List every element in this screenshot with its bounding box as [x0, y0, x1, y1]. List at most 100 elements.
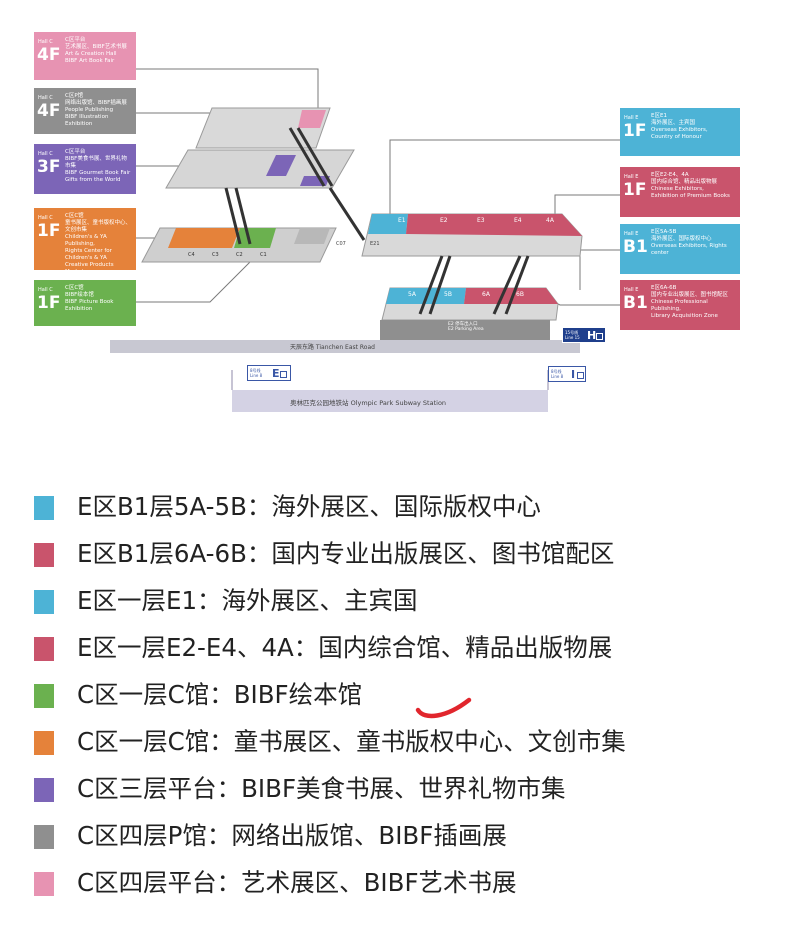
card-floor-label: B1 [623, 293, 648, 313]
exit-h-badge: 15号线 Line 15 H [562, 327, 606, 343]
card-floor-label: 1F [623, 121, 647, 141]
card-floor-label: 4F [37, 45, 61, 65]
legend-item: C区三层平台：BIBF美食书展、世界礼物市集 [34, 768, 774, 815]
card-description: E区E1 海外展区、主宾国 Overseas Exhibitors, Count… [651, 113, 708, 140]
c-zone-floor-3 [165, 149, 355, 189]
c-zone-floor-4 [195, 107, 331, 149]
exit-e-line: 8号线 Line 8 [250, 368, 263, 378]
legend-label: C区四层P馆：网络出版馆、BIBF插画展 [77, 821, 507, 850]
card-floor-label: 1F [37, 293, 61, 313]
exit-marker-icon [280, 371, 287, 378]
exit-marker-icon [596, 333, 603, 340]
hall-label: E3 [477, 217, 485, 224]
hall-label: 4A [546, 217, 554, 224]
card-floor-label: 1F [37, 221, 61, 241]
venue-map-diagram [110, 68, 620, 412]
legend-color-swatch [34, 496, 54, 520]
card-description: C区平台 艺术展区、BIBF艺术书展 Art & Creation Hall B… [65, 37, 127, 64]
legend-item: E区B1层6A-6B：国内专业出版展区、图书馆配区 [34, 533, 774, 580]
red-check-mark-icon [415, 697, 472, 719]
card-floor-label: B1 [623, 237, 648, 257]
card-hall-label: Hall E [624, 287, 639, 293]
hall-label: C4 [188, 252, 195, 258]
subway-band [232, 390, 548, 412]
legend-item: E区一层E2-E4、4A：国内综合馆、精品出版物展 [34, 627, 774, 674]
legend-color-swatch [34, 543, 54, 567]
legend-label: C区一层C馆：童书展区、童书版权中心、文创市集 [77, 727, 626, 756]
gate-e21-label: E21 [370, 241, 380, 247]
legend-label: C区一层C馆：BIBF绘本馆 [77, 680, 363, 709]
exit-i-letter: I [571, 368, 576, 381]
legend-item: C区四层P馆：网络出版馆、BIBF插画展 [34, 815, 774, 862]
legend-label: E区B1层6A-6B：国内专业出版展区、图书馆配区 [77, 539, 615, 568]
card-description: E区E2-E4、4A 国内综合馆、精品出版物展 Chinese Exhibito… [651, 172, 730, 199]
card-description: C区P馆 网络出版馆、BIBF插画展 People Publishing BIB… [65, 93, 127, 127]
legend-label: C区四层平台：艺术展区、BIBF艺术书展 [77, 868, 517, 897]
card-floor-label: 3F [37, 157, 61, 177]
card-hall-label: Hall C [38, 39, 53, 45]
legend-color-swatch [34, 590, 54, 614]
card-description: C区C馆 童书展区、童书版权中心、 文创市集 Children's & YA P… [65, 213, 132, 270]
hall-label: C3 [212, 252, 219, 258]
card-hall-label: Hall C [38, 95, 53, 101]
c-zone-floor-1 [141, 227, 337, 263]
exit-h-letter: H [587, 329, 597, 342]
color-legend: E区B1层5A-5B：海外展区、国际版权中心 E区B1层6A-6B：国内专业出版展… [34, 486, 774, 909]
exit-e-letter: E [272, 367, 280, 380]
legend-item: C区一层C馆：童书展区、童书版权中心、文创市集 [34, 721, 774, 768]
card-floor-label: 4F [37, 101, 61, 121]
legend-color-swatch [34, 872, 54, 896]
card-hall-label: Hall E [624, 231, 639, 237]
legend-color-swatch [34, 684, 54, 708]
hall-label: 5B [444, 291, 452, 298]
c-zone-escalators [224, 127, 366, 245]
card-hall-label: Hall C [38, 215, 53, 221]
exit-h-line: 15号线 Line 15 [565, 330, 580, 340]
card-hall-label: Hall E [624, 115, 639, 121]
subway-label: 奥林匹克公园地铁站 Olympic Park Subway Station [290, 399, 447, 407]
legend-color-swatch [34, 825, 54, 849]
hall-label: 6A [482, 291, 490, 298]
card-floor-label: 1F [623, 180, 647, 200]
legend-label: C区三层平台：BIBF美食书展、世界礼物市集 [77, 774, 566, 803]
hall-label: E2 [440, 217, 448, 224]
e-zone-floor-1 [361, 213, 583, 257]
e-zone-floor-b1 [380, 287, 559, 340]
road-band [110, 340, 580, 353]
legend-item: C区四层平台：艺术展区、BIBF艺术书展 [34, 862, 774, 909]
exit-i-line: 8号线 Line 8 [551, 369, 564, 379]
road-label: 天辰东路 Tianchen East Road [290, 344, 375, 351]
card-description: E区5A-5B 海外展区、国际版权中心 Overseas Exhibitors,… [651, 229, 727, 256]
legend-color-swatch [34, 637, 54, 661]
legend-label: E区一层E1：海外展区、主宾国 [77, 586, 418, 615]
hall-label: C1 [260, 252, 267, 258]
hall-label: 6B [516, 291, 524, 298]
hall-label: E1 [398, 217, 406, 224]
gate-c07-label: C07 [336, 241, 346, 247]
exit-i-badge: 8号线 Line 8 I [548, 366, 586, 382]
legend-item: E区B1层5A-5B：海外展区、国际版权中心 [34, 486, 774, 533]
card-description: E区6A-6B 国内专业出版展区、图书馆配区 Chinese Professio… [651, 285, 729, 319]
legend-color-swatch [34, 731, 54, 755]
hall-label: 5A [408, 291, 416, 298]
legend-item: E区一层E1：海外展区、主宾国 [34, 580, 774, 627]
hall-label: C2 [236, 252, 243, 258]
legend-label: E区一层E2-E4、4A：国内综合馆、精品出版物展 [77, 633, 613, 662]
card-description: C区平台 BIBF美食书展、世界礼物市集 BIBF Gourmet Book F… [65, 149, 131, 183]
card-hall-label: Hall C [38, 287, 53, 293]
legend-label: E区B1层5A-5B：海外展区、国际版权中心 [77, 492, 541, 521]
exit-e-badge: 8号线 Line 8 E [247, 365, 291, 381]
hall-label: E4 [514, 217, 522, 224]
card-hall-label: Hall C [38, 151, 53, 157]
e-zone-escalators [418, 255, 530, 315]
parking-label: E2 停车出入口 E2 Parking Area [448, 322, 484, 332]
exit-marker-icon [577, 372, 584, 379]
card-description: C区C馆 BIBF绘本馆 BIBF Picture Book Exhibitio… [65, 285, 114, 312]
